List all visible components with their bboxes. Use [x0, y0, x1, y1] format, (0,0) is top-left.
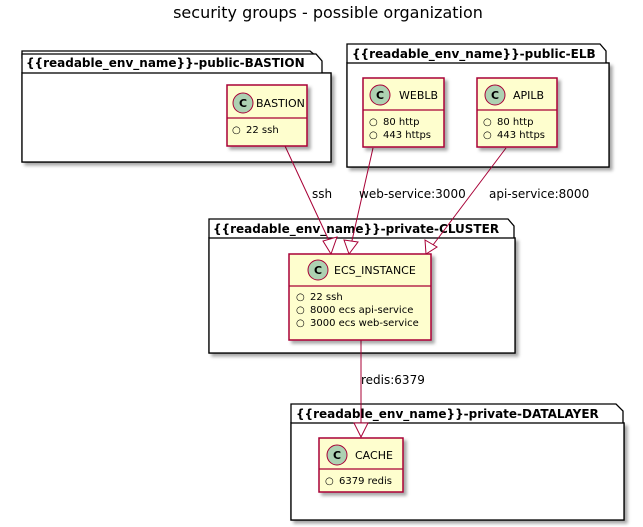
attribute-label: 22 ssh	[310, 292, 343, 303]
edge-api-service	[424, 147, 507, 255]
attribute-label: 443 https	[383, 130, 431, 141]
class-cache[interactable]: C CACHE ○ 6379 redis	[318, 437, 404, 493]
attribute-label: 6379 redis	[339, 476, 392, 487]
class-c-icon	[369, 84, 391, 106]
attribute-label: 8000 ecs api-service	[310, 305, 413, 316]
attribute-visibility-icon: ○	[296, 292, 305, 303]
class-name: BASTION	[256, 97, 305, 110]
edge-label-web-service: web-service:3000	[359, 187, 466, 201]
attribute-label: 80 http	[497, 117, 533, 128]
attribute-label: 22 ssh	[246, 125, 279, 136]
class-ecs-instance[interactable]: C ECS_INSTANCE ○ 22 ssh ○ 8000 ecs api-s…	[288, 253, 432, 341]
class-c-glyph: C	[314, 264, 322, 277]
class-weblb[interactable]: C WEBLB ○ 80 http ○ 443 https	[362, 77, 445, 148]
attribute-label: 443 https	[497, 130, 545, 141]
attribute-visibility-icon: ○	[369, 117, 378, 128]
attribute-label: 80 http	[383, 117, 419, 128]
class-c-glyph: C	[239, 97, 247, 110]
attribute-visibility-icon: ○	[296, 318, 305, 329]
attribute-label: 3000 ecs web-service	[310, 318, 419, 329]
class-apilb[interactable]: C APILB ○ 80 http ○ 443 https	[476, 77, 558, 148]
edge-label-ssh: ssh	[312, 187, 332, 201]
class-c-glyph: C	[491, 89, 499, 102]
edge-ssh	[284, 145, 338, 256]
package-cluster-label: {{readable_env_name}}-private-CLUSTER	[213, 222, 499, 237]
attribute-visibility-icon: ○	[232, 125, 241, 136]
attribute-visibility-icon: ○	[369, 130, 378, 141]
edge-label-redis: redis:6379	[361, 373, 425, 387]
class-c-icon	[484, 84, 506, 106]
attribute-visibility-icon: ○	[296, 305, 305, 316]
class-c-icon	[307, 259, 329, 281]
class-name: WEBLB	[399, 89, 438, 102]
edge-redis	[353, 340, 369, 439]
attribute-visibility-icon: ○	[483, 130, 492, 141]
class-c-glyph: C	[376, 89, 384, 102]
package-bastion-label: {{readable_env_name}}-public-BASTION	[26, 56, 305, 71]
diagram-title: security groups - possible organization	[173, 3, 483, 22]
attribute-visibility-icon: ○	[483, 117, 492, 128]
attribute-visibility-icon: ○	[325, 476, 334, 487]
package-elb-label: {{readable_env_name}}-public-ELB	[352, 47, 596, 62]
class-bastion[interactable]: C BASTION ○ 22 ssh	[226, 84, 308, 147]
class-name: ECS_INSTANCE	[334, 264, 416, 277]
class-name: CACHE	[355, 449, 393, 462]
class-c-icon	[232, 92, 254, 114]
class-c-icon	[326, 444, 348, 466]
edge-web-service	[343, 147, 374, 256]
package-datalayer-label: {{readable_env_name}}-private-DATALAYER	[296, 407, 599, 422]
class-c-glyph: C	[333, 449, 341, 462]
class-name: APILB	[513, 89, 544, 102]
edge-label-api-service: api-service:8000	[489, 187, 589, 201]
